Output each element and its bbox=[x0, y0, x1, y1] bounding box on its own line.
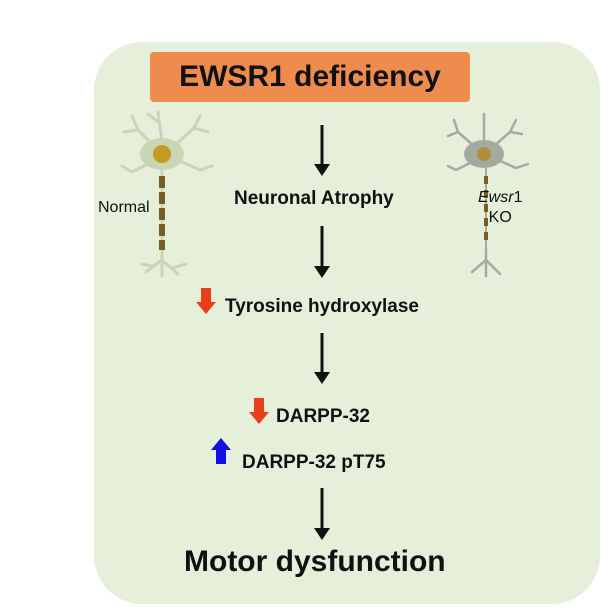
step-tyrosine-hydroxylase: Tyrosine hydroxylase bbox=[225, 296, 419, 317]
step-motor-dysfunction: Motor dysfunction bbox=[184, 545, 446, 578]
ko-neuron-icon bbox=[446, 112, 530, 278]
ko-label-line2: KO bbox=[488, 209, 512, 226]
step-darpp-32: DARPP-32 bbox=[276, 406, 370, 427]
step-neuronal-atrophy: Neuronal Atrophy bbox=[234, 188, 394, 209]
diagram-title: EWSR1 deficiency bbox=[179, 60, 441, 93]
diagram-panel bbox=[94, 42, 600, 604]
down-arrow-icon bbox=[196, 288, 216, 314]
normal-label: Normal bbox=[98, 199, 150, 216]
down-arrow-icon bbox=[249, 398, 269, 424]
flow-arrow-4 bbox=[314, 488, 330, 540]
ko-label-gene: Ewsr bbox=[478, 189, 514, 206]
title-box: EWSR1 deficiency bbox=[150, 52, 470, 102]
normal-neuron-icon bbox=[120, 110, 214, 278]
up-arrow-icon bbox=[211, 438, 231, 464]
flow-arrow-2 bbox=[314, 226, 330, 278]
flow-arrow-1 bbox=[314, 125, 330, 176]
flow-arrow-3 bbox=[314, 333, 330, 384]
ko-label: Ewsr1 KO bbox=[478, 188, 522, 228]
ko-label-suffix: 1 bbox=[513, 189, 523, 206]
step-darpp-32-pt75: DARPP-32 pT75 bbox=[242, 452, 386, 473]
